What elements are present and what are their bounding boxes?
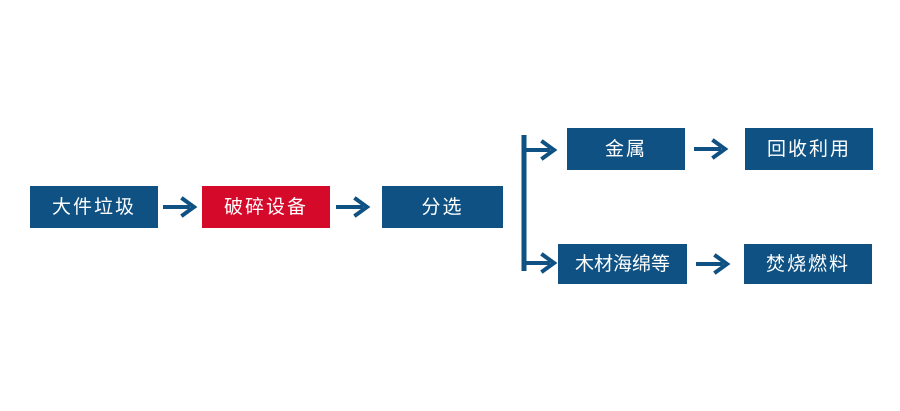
- branch-bracket-connector: [520, 132, 566, 274]
- node-label: 金属: [604, 138, 647, 160]
- node-sorting[interactable]: 分选: [382, 186, 503, 228]
- node-crushing-equipment[interactable]: 破碎设备: [202, 186, 330, 228]
- node-bulky-waste[interactable]: 大件垃圾: [30, 186, 158, 228]
- node-recycling[interactable]: 回收利用: [745, 128, 873, 170]
- node-label: 分选: [421, 196, 464, 218]
- node-label: 破碎设备: [223, 196, 308, 218]
- node-wood-sponge-etc[interactable]: 木材海绵等: [558, 244, 687, 284]
- node-label: 木材海绵等: [574, 253, 670, 275]
- node-incineration-fuel[interactable]: 焚烧燃料: [744, 244, 872, 284]
- node-label: 焚烧燃料: [765, 253, 850, 275]
- arrow-right-icon-metal-to-recycling: [694, 134, 732, 164]
- node-label: 大件垃圾: [51, 196, 136, 218]
- arrow-right-icon-wood-to-incineration: [696, 249, 734, 279]
- arrow-right-icon-crushing-to-sorting: [336, 192, 374, 222]
- node-metal[interactable]: 金属: [567, 128, 685, 170]
- node-label: 回收利用: [766, 138, 851, 160]
- arrow-right-icon-bulky-to-crushing: [163, 192, 201, 222]
